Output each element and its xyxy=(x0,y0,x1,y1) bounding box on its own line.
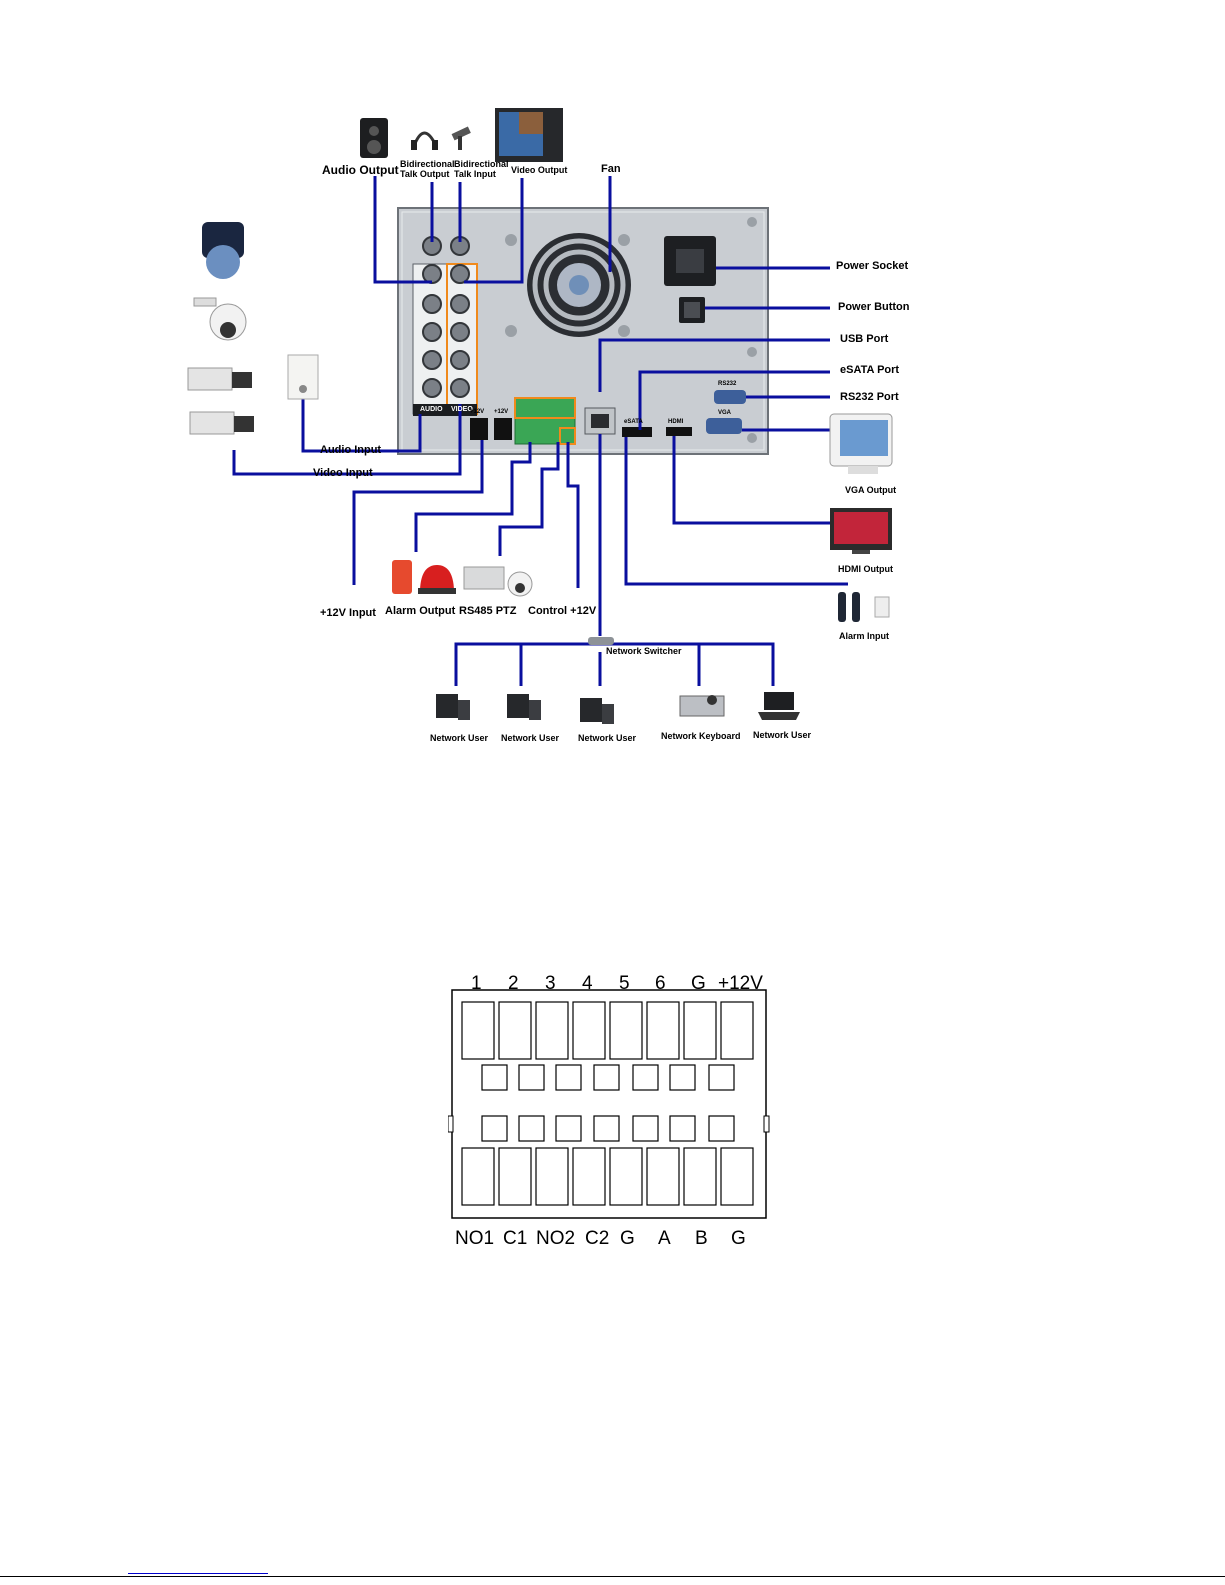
label-video-output: Video Output xyxy=(511,165,568,175)
label-talk-output: Bidirectional Talk Output xyxy=(400,159,455,179)
footer-rule xyxy=(0,1576,1225,1577)
v12-mark-a: +12V xyxy=(470,409,485,415)
label-esata-port: eSATA Port xyxy=(840,364,900,376)
label-fan: Fan xyxy=(601,163,621,175)
v12-mark-b: +12V xyxy=(494,409,509,415)
label-alarm-output: Alarm Output xyxy=(385,605,456,617)
connection-diagram xyxy=(187,108,893,724)
esata-mark: eSATA xyxy=(624,419,643,425)
terminal-top-label: 2 xyxy=(508,973,519,994)
siren-icon xyxy=(392,560,456,594)
label-hdmi-output: HDMI Output xyxy=(838,564,893,574)
audio-mark: AUDIO xyxy=(420,406,443,413)
terminal-top-label: 5 xyxy=(619,973,630,994)
label-control-12v: Control +12V xyxy=(528,605,597,617)
terminal-bottom-label: NO2 xyxy=(536,1228,576,1249)
terminal-top-label: 4 xyxy=(582,973,593,994)
label-power-button: Power Button xyxy=(838,301,910,313)
terminal-bottom-label: C1 xyxy=(503,1228,528,1249)
network-switch-device xyxy=(588,637,614,645)
terminal-bottom-label: G xyxy=(731,1228,746,1249)
laptop-icon xyxy=(758,692,800,720)
label-usb-port: USB Port xyxy=(840,333,889,345)
terminal-bottom-label: A xyxy=(658,1228,671,1249)
label-12v-input: +12V Input xyxy=(320,607,376,619)
wiring xyxy=(232,176,848,686)
label-network-switcher: Network Switcher xyxy=(606,646,682,656)
audio-pickup-icon xyxy=(287,354,319,400)
label-talk-input: Bidirectional Talk Input xyxy=(454,159,509,179)
label-alarm-input: Alarm Input xyxy=(839,631,890,641)
label-rs232-port: RS232 Port xyxy=(840,391,899,403)
rs232-mark: RS232 xyxy=(718,381,737,387)
lcd-monitor-icon xyxy=(829,413,893,474)
dvr-rear-panel xyxy=(397,207,769,455)
label-audio-output: Audio Output xyxy=(322,163,399,177)
terminal-top-label: +12V xyxy=(718,973,763,994)
label-network-user-3: Network User xyxy=(578,733,637,743)
decoder-ptz-icon xyxy=(463,566,533,597)
label-network-user-2: Network User xyxy=(501,733,560,743)
terminal-bottom-label: NO1 xyxy=(455,1228,495,1249)
speed-dome-camera-icon xyxy=(202,222,244,279)
terminal-block-outline xyxy=(448,989,770,1219)
terminal-top-label: 6 xyxy=(655,973,666,994)
label-network-user-1: Network User xyxy=(430,733,489,743)
alarm-sensor-icon xyxy=(838,592,890,622)
label-network-keyboard: Network Keyboard xyxy=(661,731,741,741)
keyboard-controller-icon xyxy=(679,695,725,717)
computer-icon xyxy=(436,694,614,724)
fan-grill xyxy=(527,233,631,337)
microphone-icon xyxy=(451,126,471,150)
box-camera-icon xyxy=(187,367,254,435)
crt-monitor-icon xyxy=(495,108,563,162)
label-rs485-ptz: RS485 PTZ xyxy=(459,605,517,617)
terminal-top-label: G xyxy=(691,973,706,994)
headset-icon xyxy=(411,131,438,150)
terminal-block-diagram: 1 2 3 4 5 6 G +12V NO1 C1 NO2 C2 G A B G xyxy=(448,974,778,1253)
video-mark: VIDEO xyxy=(451,406,473,413)
speaker-icon xyxy=(360,118,388,158)
terminal-top-label: 1 xyxy=(471,973,482,994)
ptz-camera-icon xyxy=(193,297,247,341)
terminal-bottom-label: C2 xyxy=(585,1228,610,1249)
terminal-top-label: 3 xyxy=(545,973,556,994)
label-vga-output: VGA Output xyxy=(845,485,897,495)
label-power-socket: Power Socket xyxy=(836,260,909,272)
hdmi-mark: HDMI xyxy=(668,419,684,425)
terminal-bottom-label: B xyxy=(695,1228,708,1249)
label-audio-input: Audio Input xyxy=(320,444,382,456)
terminal-bottom-label: G xyxy=(620,1228,635,1249)
label-video-input: Video Input xyxy=(313,467,373,479)
vga-mark: VGA xyxy=(718,410,732,416)
hdmi-tv-icon xyxy=(830,508,892,554)
label-network-user-4: Network User xyxy=(753,730,812,740)
footer-link-underline[interactable] xyxy=(128,1573,268,1574)
